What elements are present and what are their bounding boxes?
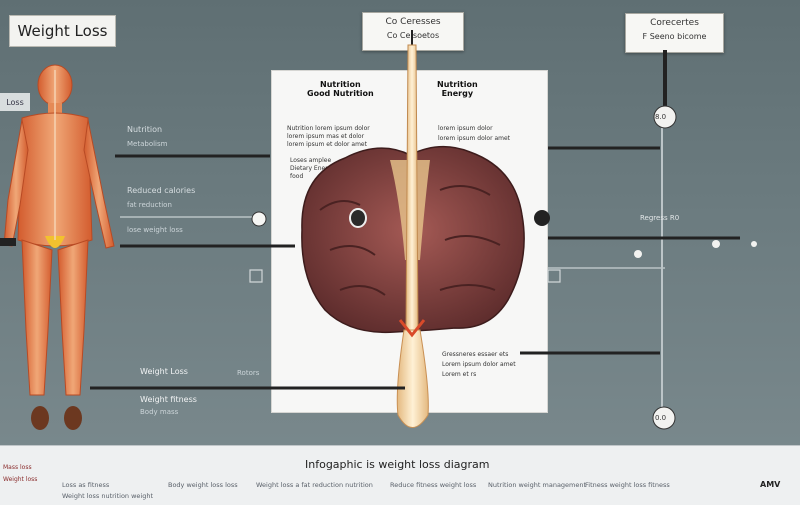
left-label-1: Nutrition bbox=[127, 125, 163, 134]
top-label-right-line2: F Seeno bicome bbox=[642, 32, 707, 41]
footer: Mass loss Weight loss bbox=[0, 445, 800, 505]
top-label-right-line1: Corecertes bbox=[650, 18, 699, 28]
callout-number-top: 8.0 bbox=[655, 113, 667, 121]
panel-heading-right: Nutrition Energy bbox=[437, 80, 478, 98]
footnote-1: Loss as fitness bbox=[62, 481, 110, 489]
panel-text-left-3: lorem ipsum et dolor amet bbox=[287, 141, 367, 148]
panel-text-left-5: Dietary Energy bbox=[290, 165, 335, 172]
side-tab: Loss bbox=[0, 93, 30, 111]
top-label-right: Corecertes F Seeno bicome bbox=[625, 13, 724, 53]
panel-heading-left-line1: Nutrition bbox=[320, 80, 361, 89]
panel-text-left-6: food bbox=[290, 173, 304, 180]
center-stem bbox=[396, 30, 429, 428]
panel-heading-left-line2: Good Nutrition bbox=[307, 89, 374, 98]
panel-heading-right-line2: Energy bbox=[441, 89, 474, 98]
callout-number-bottom: 0.0 bbox=[655, 414, 667, 422]
footnote-5: Nutrition weight management bbox=[488, 481, 587, 489]
left-label-9: Body mass bbox=[140, 408, 179, 416]
footnote-7: Weight loss nutrition weight bbox=[62, 492, 154, 500]
left-label-6: Weight Loss bbox=[140, 367, 188, 376]
footnote-4: Reduce fitness weight loss bbox=[390, 481, 477, 489]
left-label-5: lose weight loss bbox=[127, 226, 183, 234]
left-label-2: Metabolism bbox=[127, 140, 168, 148]
footnote-6: Fitness weight loss fitness bbox=[585, 481, 670, 489]
title: Weight Loss bbox=[17, 22, 108, 40]
panel-bottom-text-3: Lorem et rs bbox=[442, 371, 477, 378]
left-label-4: fat reduction bbox=[127, 201, 172, 209]
panel-heading-left: Nutrition Good Nutrition bbox=[307, 80, 374, 98]
panel-text-left-1: Nutrition lorem ipsum dolor bbox=[287, 125, 370, 132]
human-figure bbox=[3, 64, 115, 430]
top-label-center-line1: Co Ceresses bbox=[385, 17, 441, 27]
right-label-1: Regress R0 bbox=[640, 214, 680, 222]
footnote-2: Body weight loss loss bbox=[168, 481, 238, 489]
corner-brand: AMV bbox=[760, 480, 781, 489]
panel-bottom-text-2: Lorem ipsum dolor amet bbox=[442, 361, 516, 368]
panel-text-right-2: lorem ipsum dolor amet bbox=[438, 135, 511, 142]
side-tab-label: Loss bbox=[6, 97, 24, 107]
footnote-3: Weight loss a fat reduction nutrition bbox=[256, 481, 373, 489]
left-mini-1: Mass loss bbox=[3, 464, 32, 471]
panel-text-right-1: lorem ipsum dolor bbox=[438, 125, 493, 132]
right-pin bbox=[652, 50, 677, 430]
left-label-8: Weight fitness bbox=[140, 395, 197, 404]
title-box: Weight Loss bbox=[9, 15, 116, 47]
connector-lines bbox=[0, 146, 757, 390]
panel-heading-right-line1: Nutrition bbox=[437, 80, 478, 89]
panel-text-left-2: lorem ipsum mas et dolor bbox=[287, 133, 365, 140]
left-label-7: Rotors bbox=[237, 369, 260, 377]
caption: Infogaphic is weight loss diagram bbox=[305, 458, 490, 471]
left-label-3: Reduced calories bbox=[127, 186, 196, 195]
panel-text-left-4: Loses amplee bbox=[290, 157, 332, 164]
panel-bottom-text-1: Gressneres essaer ets bbox=[442, 351, 509, 358]
left-mini-2: Weight loss bbox=[3, 476, 38, 483]
